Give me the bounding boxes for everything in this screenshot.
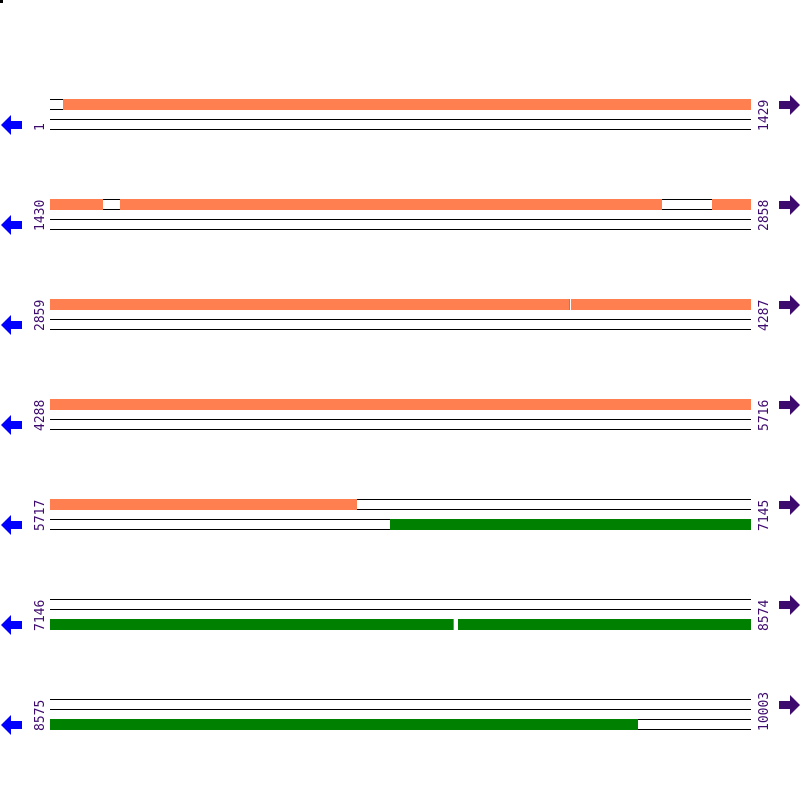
left-arrow-icon[interactable] <box>1 415 22 435</box>
sequence-row-5: 5717 7145 <box>0 495 800 539</box>
left-arrow-icon[interactable] <box>1 615 22 635</box>
left-arrow-icon[interactable] <box>1 215 22 235</box>
forward-feature[interactable] <box>50 199 103 210</box>
reverse-track <box>50 219 751 230</box>
right-arrow-icon[interactable] <box>779 295 800 315</box>
left-arrow-icon[interactable] <box>1 115 22 135</box>
reverse-feature[interactable] <box>50 719 638 730</box>
reverse-track <box>50 319 751 330</box>
reverse-track <box>50 619 751 630</box>
row-end-label: 4287 <box>757 299 772 331</box>
row-start-label: 5717 <box>33 499 48 531</box>
row-end-label: 8574 <box>757 599 772 631</box>
right-arrow-icon[interactable] <box>779 595 800 615</box>
row-start-label: 4288 <box>33 399 48 431</box>
row-end-label: 10003 <box>757 691 772 731</box>
right-arrow-icon[interactable] <box>779 195 800 215</box>
forward-track <box>50 99 751 110</box>
reverse-track <box>50 119 751 130</box>
row-end-label: 2858 <box>757 199 772 231</box>
row-end-label: 5716 <box>757 399 772 431</box>
reverse-track <box>50 719 751 730</box>
forward-feature[interactable] <box>50 299 751 310</box>
left-arrow-icon[interactable] <box>1 515 22 535</box>
forward-track <box>50 699 751 710</box>
right-arrow-icon[interactable] <box>779 395 800 415</box>
sequence-row-1: 1 1429 <box>0 95 800 139</box>
reverse-feature[interactable] <box>50 619 751 630</box>
forward-feature[interactable] <box>120 199 662 210</box>
sequence-row-4: 4288 5716 <box>0 395 800 439</box>
right-arrow-icon[interactable] <box>779 95 800 115</box>
feature-gap <box>453 619 458 630</box>
feature-gap <box>569 299 571 310</box>
row-end-label: 7145 <box>757 499 772 531</box>
row-start-label: 2859 <box>33 299 48 331</box>
corner-marker <box>0 0 3 3</box>
reverse-feature[interactable] <box>390 519 751 530</box>
row-start-label: 1430 <box>33 199 48 231</box>
reverse-track <box>50 519 751 530</box>
sequence-row-6: 7146 8574 <box>0 595 800 639</box>
row-start-label: 7146 <box>33 599 48 631</box>
row-start-label: 8575 <box>33 699 48 731</box>
forward-track <box>50 499 751 510</box>
left-arrow-icon[interactable] <box>1 315 22 335</box>
left-arrow-icon[interactable] <box>1 715 22 735</box>
row-end-label: 1429 <box>757 99 772 131</box>
forward-track <box>50 199 751 210</box>
sequence-row-7: 8575 10003 <box>0 692 800 739</box>
reverse-track <box>50 419 751 430</box>
right-arrow-icon[interactable] <box>779 495 800 515</box>
sequence-row-3: 2859 4287 <box>0 295 800 339</box>
row-start-label: 1 <box>33 123 48 131</box>
forward-track <box>50 599 751 610</box>
forward-track <box>50 399 751 410</box>
forward-feature[interactable] <box>50 499 357 510</box>
sequence-row-2: 1430 2858 <box>0 195 800 239</box>
right-arrow-icon[interactable] <box>779 695 800 715</box>
forward-track <box>50 299 751 310</box>
forward-feature[interactable] <box>50 399 751 410</box>
forward-feature[interactable] <box>712 199 751 210</box>
forward-feature[interactable] <box>63 99 751 110</box>
